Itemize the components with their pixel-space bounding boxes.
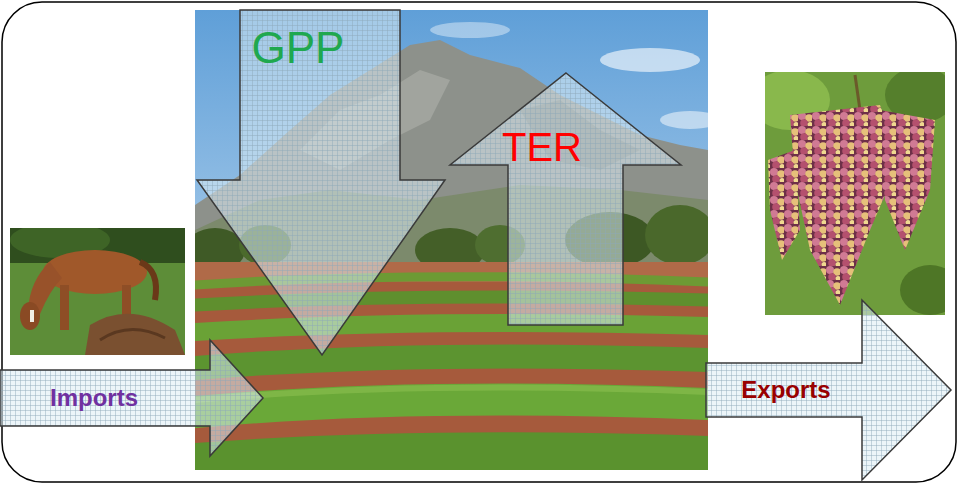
gpp-arrow: GPP [197, 10, 447, 356]
arrow-label: Imports [50, 385, 138, 411]
vineyard-photo [195, 10, 708, 470]
imports-arrow: Imports [0, 340, 264, 456]
arrow-label: TER [502, 125, 582, 169]
arrow-label: GPP [252, 24, 345, 72]
block-arrow [450, 73, 681, 325]
block-arrow [0, 340, 263, 456]
block-arrow [197, 10, 445, 355]
grapes-photo [765, 72, 945, 315]
ter-arrow: TER [450, 73, 682, 326]
arrow-outline [450, 73, 682, 326]
horse-photo [10, 228, 185, 355]
arrow-label: Exports [741, 377, 830, 403]
block-arrow [706, 300, 951, 480]
exports-arrow: Exports [706, 300, 952, 480]
